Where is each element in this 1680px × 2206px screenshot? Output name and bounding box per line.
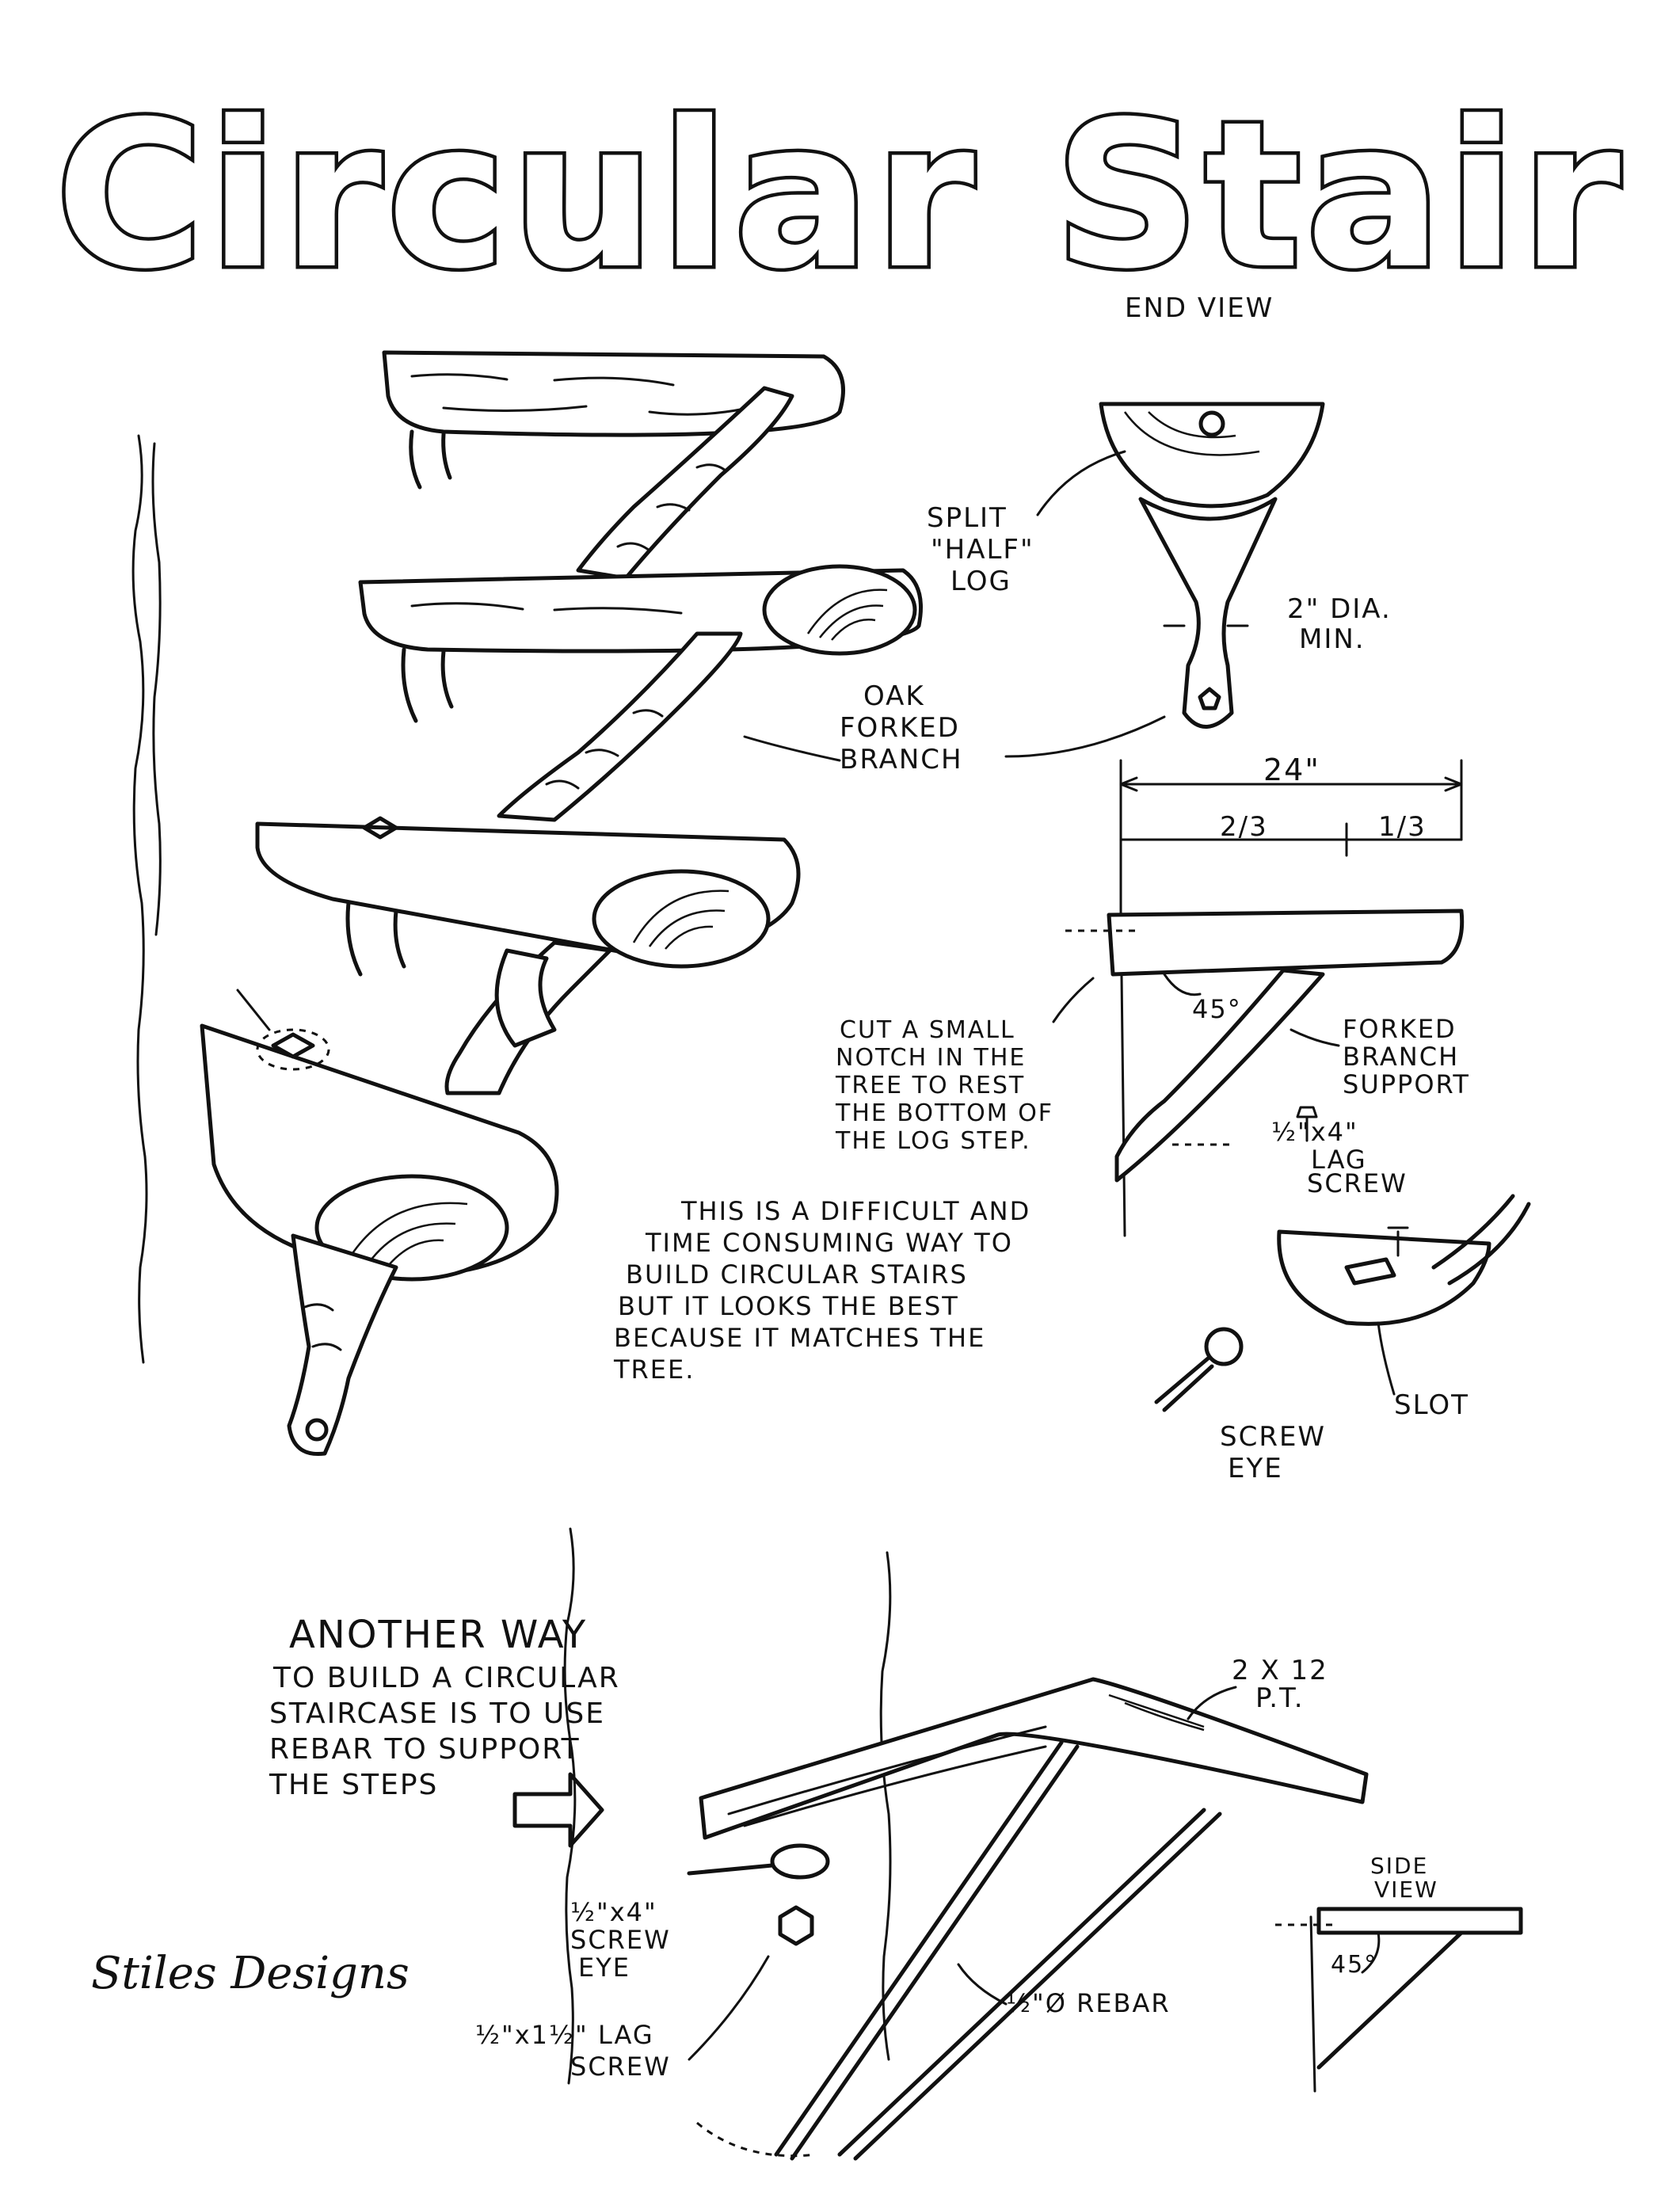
- two-thirds-label: 2/3: [1220, 811, 1268, 843]
- notch-note-line-4: THE BOTTOM OF: [835, 1099, 1053, 1127]
- dimension-lines: [1119, 759, 1463, 912]
- board-leader: [1187, 1686, 1237, 1720]
- notch-note-line-2: NOTCH IN THE: [836, 1044, 1026, 1072]
- rebar-screw-eye-label-3: EYE: [578, 1953, 630, 1983]
- support-angle-label: 45°: [1192, 994, 1242, 1024]
- rebar-note-line-5: THE STEPS: [269, 1769, 438, 1801]
- rebar-note-line-3: STAIRCASE IS TO USE: [269, 1697, 605, 1730]
- rebar-leader: [957, 1963, 1008, 2006]
- support-leader: [1290, 1028, 1340, 1047]
- main-note-line-6: TREE.: [613, 1354, 695, 1385]
- side-view-drawing: [1275, 1907, 1523, 2093]
- rebar-screw-eye-label-2: SCREW: [570, 1925, 671, 1955]
- log-step-2: [358, 564, 923, 723]
- log-step-4: [200, 989, 559, 1282]
- slot-detail-drawing: [1154, 1194, 1531, 1412]
- lag-screw-label-2: LAG: [1311, 1145, 1367, 1175]
- rebar-note-line-4: REBAR TO SUPPORT: [269, 1733, 581, 1766]
- rebar-note-heading: ANOTHER WAY: [289, 1613, 587, 1657]
- tree-trunk-drawing: [131, 434, 162, 1364]
- oak-branch-leader-right: [1004, 715, 1166, 758]
- oak-branch-leader-left: [743, 735, 841, 762]
- rebar-screw-eye-label-1: ½"x4": [570, 1897, 657, 1927]
- main-note-line-4: BUT IT LOOKS THE BEST: [618, 1291, 959, 1321]
- notch-note-line-1: CUT A SMALL: [840, 1016, 1015, 1044]
- notch-note-line-5: THE LOG STEP.: [835, 1127, 1031, 1155]
- side-view-angle-label: 45°: [1331, 1951, 1377, 1979]
- main-note-line-5: BECAUSE IT MATCHES THE: [614, 1323, 985, 1353]
- branch-support-4: [287, 1233, 398, 1457]
- rebar-lag-label-2: SCREW: [570, 2052, 671, 2082]
- end-view-heading: END VIEW: [1125, 292, 1274, 324]
- notch-note-line-3: TREE TO REST: [835, 1072, 1025, 1099]
- arrow-right-icon: [512, 1772, 604, 1848]
- split-log-label-1: SPLIT: [927, 502, 1008, 534]
- page-title: Circular Stair: [55, 78, 1625, 314]
- oak-branch-label-1: OAK: [863, 680, 925, 712]
- split-log-label-3: LOG: [950, 566, 1011, 597]
- support-label-1: FORKED: [1343, 1014, 1457, 1044]
- diameter-label-2: MIN.: [1299, 623, 1366, 655]
- one-third-label: 1/3: [1378, 811, 1427, 843]
- support-label-2: BRANCH: [1343, 1042, 1459, 1072]
- side-view-label-2: VIEW: [1374, 1876, 1438, 1903]
- side-view-label-1: SIDE: [1370, 1853, 1428, 1879]
- side-detail-drawing: [1065, 909, 1465, 1237]
- split-log-leader: [1036, 450, 1126, 516]
- slot-leader: [1377, 1321, 1396, 1396]
- split-log-label-2: "HALF": [931, 534, 1034, 566]
- rebar-size-label: ½"Ø REBAR: [1006, 1988, 1171, 2018]
- screw-eye-label-1: SCREW: [1220, 1421, 1326, 1453]
- board-label-1: 2 X 12: [1232, 1655, 1328, 1686]
- board-label-2: P.T.: [1255, 1682, 1305, 1714]
- rebar-note-line-2: TO BUILD A CIRCULAR: [272, 1662, 620, 1694]
- end-view-drawing: [1099, 402, 1325, 729]
- slot-label: SLOT: [1394, 1389, 1469, 1421]
- main-note: THIS IS A DIFFICULT AND TIME CONSUMING W…: [613, 1196, 1030, 1385]
- rebar-lag-leader: [688, 1955, 770, 2061]
- lag-screw-label-1: ½"x4": [1271, 1117, 1358, 1147]
- lag-screw-label-3: SCREW: [1307, 1168, 1408, 1198]
- rebar-lag-label-1: ½"x1½" LAG: [475, 2020, 654, 2050]
- support-label-3: SUPPORT: [1343, 1069, 1470, 1099]
- signature: Stiles Designs: [91, 1948, 410, 1999]
- main-note-line-1: THIS IS A DIFFICULT AND: [680, 1196, 1030, 1226]
- oak-branch-label-3: BRANCH: [840, 744, 963, 775]
- overall-width-label: 24": [1263, 752, 1320, 787]
- main-note-line-3: BUILD CIRCULAR STAIRS: [626, 1259, 968, 1290]
- oak-branch-label-2: FORKED: [840, 712, 960, 744]
- notch-leader: [1052, 977, 1095, 1023]
- screw-eye-label-2: EYE: [1228, 1453, 1283, 1484]
- main-note-line-2: TIME CONSUMING WAY TO: [645, 1228, 1013, 1258]
- rebar-step-drawing: [563, 1527, 1369, 2161]
- branch-support-2: [497, 631, 743, 822]
- branch-support-3: [444, 940, 612, 1095]
- log-step-3: [255, 816, 801, 977]
- diameter-label-1: 2" DIA.: [1287, 593, 1392, 625]
